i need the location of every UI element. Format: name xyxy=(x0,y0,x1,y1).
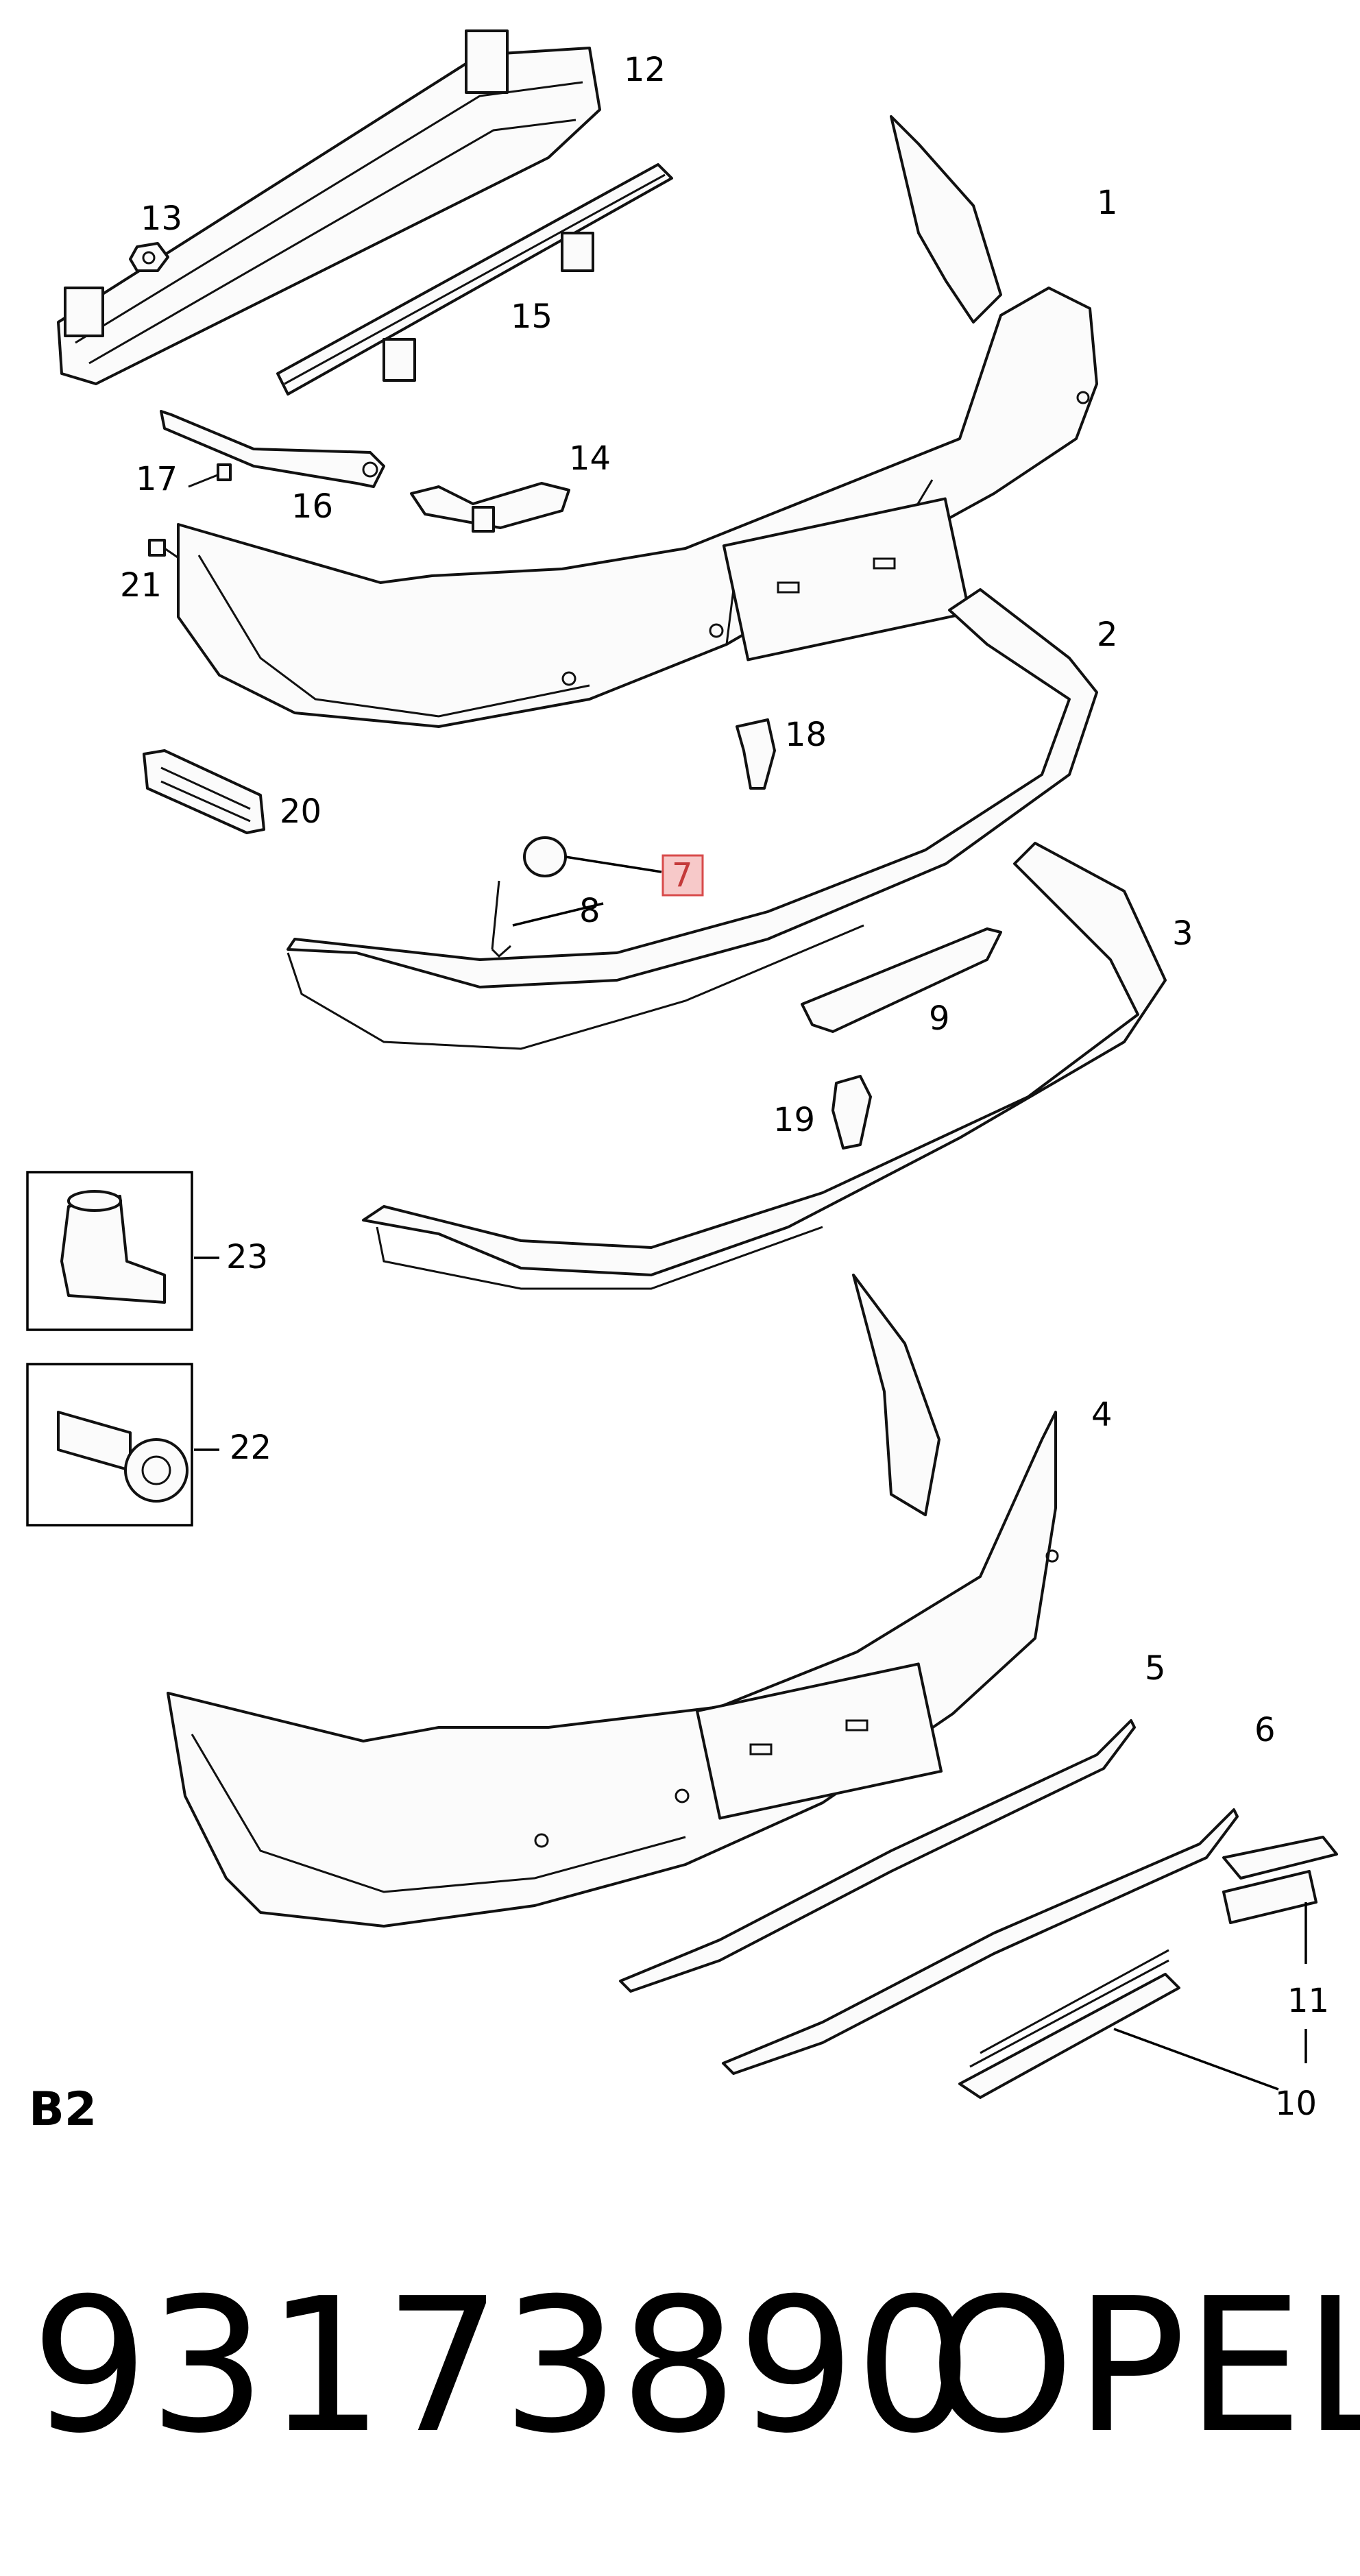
callout-15: 15 xyxy=(511,297,552,336)
part-4-bumper-assembly xyxy=(167,1274,1059,1928)
leader-lines xyxy=(194,855,1307,2091)
callout-1: 1 xyxy=(1097,184,1118,222)
part-12-reinforcement-beam xyxy=(57,29,601,385)
part-1-bumper-cover xyxy=(177,115,1098,728)
part-3-lower-molding xyxy=(362,842,1167,1290)
part-10-grille xyxy=(958,1949,1180,2099)
part-20-grille xyxy=(143,749,265,834)
part-15-impact-strip xyxy=(276,163,673,396)
brand-name: OPEL xyxy=(929,2258,1360,2474)
part-17-screw xyxy=(188,463,232,488)
part-19-bracket xyxy=(831,1075,872,1150)
part-22-inset-box xyxy=(26,1363,193,1527)
callout-10: 10 xyxy=(1275,2085,1317,2123)
callout-22: 22 xyxy=(230,1429,271,1467)
callout-9: 9 xyxy=(929,999,950,1038)
part-18-clip xyxy=(736,718,776,790)
part-21-bolt xyxy=(148,539,180,560)
part-2-bumper-lower xyxy=(287,588,1098,1050)
part-23-inset-box xyxy=(26,1171,193,1331)
callout-14: 14 xyxy=(569,439,611,478)
part-8-rod xyxy=(491,880,511,958)
callout-2: 2 xyxy=(1097,616,1118,654)
part-16-bracket xyxy=(160,410,385,488)
callout-labels: 1 2 3 4 5 6 7 8 9 10 11 12 13 14 15 16 1… xyxy=(120,51,1329,2123)
callout-16: 16 xyxy=(291,487,333,526)
callout-3: 3 xyxy=(1172,914,1193,953)
callout-18: 18 xyxy=(785,716,827,754)
callout-4: 4 xyxy=(1091,1396,1113,1434)
highlight-box xyxy=(661,854,704,897)
part-13-nut xyxy=(129,242,169,272)
section-label: B2 xyxy=(29,2082,97,2137)
callout-21: 21 xyxy=(120,566,162,605)
part-number: 93173890 xyxy=(31,2258,973,2474)
callout-7-highlighted[interactable]: 7 xyxy=(672,856,693,895)
callout-17: 17 xyxy=(136,460,178,498)
callout-19: 19 xyxy=(773,1101,815,1139)
part-9-strip xyxy=(801,927,1002,1033)
callout-12: 12 xyxy=(624,51,666,89)
callout-8: 8 xyxy=(579,892,600,930)
callout-6: 6 xyxy=(1254,1711,1276,1749)
callout-23: 23 xyxy=(226,1238,268,1276)
callout-20: 20 xyxy=(280,792,321,831)
part-11-connector xyxy=(1222,1836,1338,1924)
callout-11: 11 xyxy=(1287,1982,1329,2020)
part-14-bracket xyxy=(410,482,570,533)
part-6-lower-trim xyxy=(722,1808,1239,2075)
callout-5: 5 xyxy=(1145,1649,1166,1688)
part-7-cap xyxy=(523,836,567,877)
callout-13: 13 xyxy=(141,199,182,238)
part-5-lower-trim xyxy=(619,1719,1136,1993)
